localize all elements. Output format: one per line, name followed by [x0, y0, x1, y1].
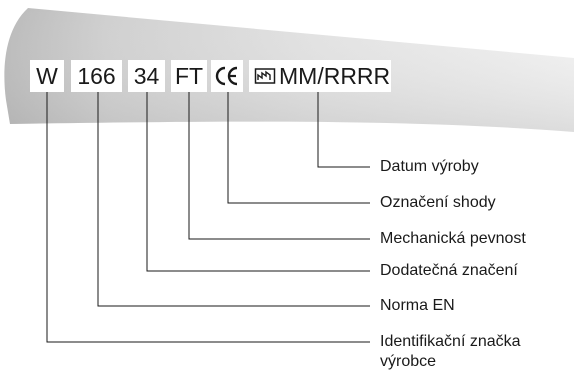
ce-mark-icon: [215, 66, 238, 86]
leader-line-manufacturer: [46, 92, 370, 343]
leader-line-mechanical: [188, 92, 370, 240]
marking-manufacturer-text: W: [36, 62, 58, 89]
leader-line-standard: [97, 92, 370, 307]
marking-additional-text: 34: [133, 62, 160, 89]
marking-additional: 34: [128, 60, 165, 92]
marking-date-text: MM/RRRR: [279, 62, 391, 89]
leader-line-additional: [146, 92, 370, 272]
marking-standard-text: 166: [77, 62, 116, 89]
label-conformity: Označení shody: [380, 194, 496, 211]
factory-date-icon: [254, 68, 276, 84]
leader-line-date: [317, 92, 370, 168]
label-additional: Dodatečná značení: [380, 262, 518, 279]
marking-mechanical-text: FT: [174, 62, 204, 89]
marking-manufacturer: W: [30, 60, 64, 92]
marking-standard: 166: [71, 60, 122, 92]
marking-conformity: [211, 60, 243, 92]
marking-mechanical: FT: [171, 60, 207, 92]
label-standard: Norma EN: [380, 297, 455, 314]
label-manufacturer: Identifikační značka výrobce: [380, 333, 521, 370]
label-mechanical: Mechanická pevnost: [380, 230, 526, 247]
leader-line-conformity: [227, 92, 370, 204]
label-date: Datum výroby: [380, 158, 479, 175]
marking-date: MM/RRRR: [249, 60, 391, 92]
